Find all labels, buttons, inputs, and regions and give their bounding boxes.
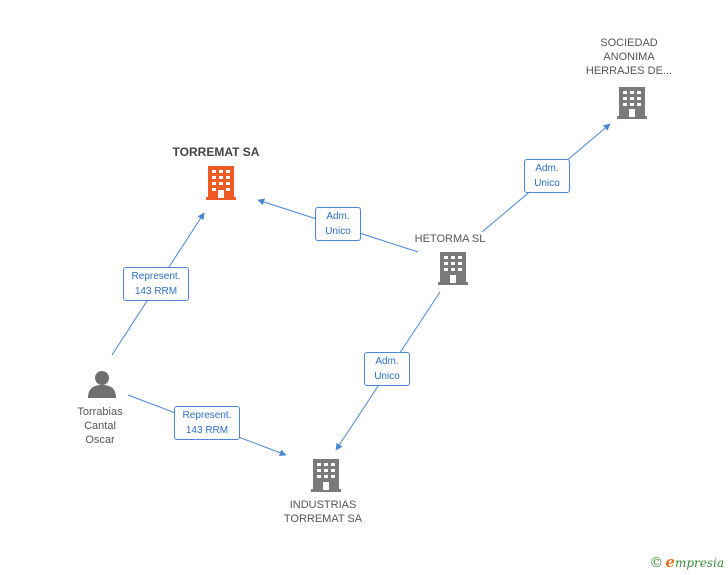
building-icon[interactable] bbox=[617, 87, 647, 119]
edge-label-hetorma-sociedad: Adm. Unico bbox=[524, 159, 570, 193]
node-label-torremat[interactable]: TORREMAT SA bbox=[172, 145, 260, 159]
node-label-industrias[interactable]: INDUSTRIAS TORREMAT SA bbox=[283, 499, 363, 525]
edge-label-person-industrias: Represent. 143 RRM bbox=[174, 406, 240, 440]
node-label-person[interactable]: Torrabias Cantal Oscar bbox=[77, 406, 123, 446]
node-label-hetorma[interactable]: HETORMA SL bbox=[414, 233, 486, 245]
edge-label-person-torremat: Represent. 143 RRM bbox=[123, 267, 189, 301]
building-icon[interactable] bbox=[206, 166, 236, 200]
building-icon[interactable] bbox=[438, 252, 468, 285]
edge-label-hetorma-industrias: Adm. Unico bbox=[364, 352, 410, 386]
brand-initial: e bbox=[665, 553, 675, 571]
building-icon[interactable] bbox=[311, 459, 341, 492]
brand-logo: ©empresia bbox=[649, 553, 724, 571]
node-label-sociedad[interactable]: SOCIEDAD ANONIMA HERRAJES DE... bbox=[585, 37, 673, 77]
copyright-icon: © bbox=[649, 555, 664, 571]
brand-name: mpresia bbox=[674, 556, 724, 570]
person-icon[interactable] bbox=[88, 371, 116, 398]
edge-label-hetorma-torremat: Adm. Unico bbox=[315, 207, 361, 241]
